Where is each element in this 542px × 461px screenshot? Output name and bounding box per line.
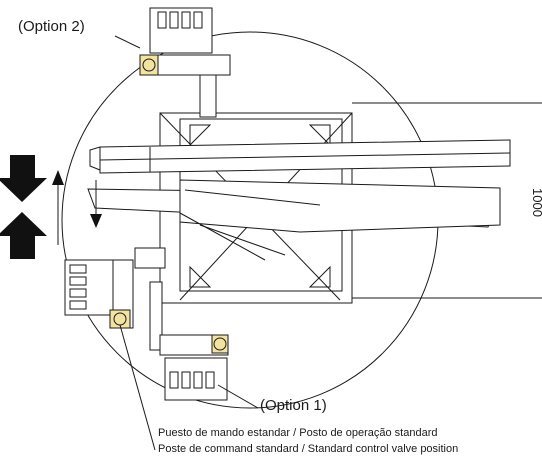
double-arrow-icon <box>0 155 47 259</box>
caption-line-2: Poste de command standard / Standard con… <box>158 443 459 455</box>
option-1-label: (Option 1) <box>260 397 327 414</box>
rotation-arrow-icon <box>52 170 64 185</box>
option-2-label: (Option 2) <box>18 18 85 35</box>
dimension-label: 1000 <box>530 188 542 217</box>
caption-line-1: Puesto de mando estandar / Posto de oper… <box>158 427 438 439</box>
control-valve-unit-icon <box>159 334 229 401</box>
control-valve-unit-icon <box>139 7 231 76</box>
control-valve-unit-icon <box>64 259 134 329</box>
